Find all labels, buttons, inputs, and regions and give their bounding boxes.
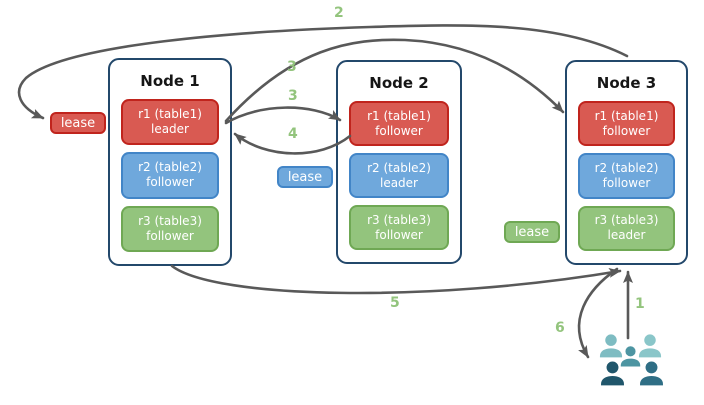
replica-role: follower	[375, 227, 423, 242]
node-2-replica-r1: r1 (table1) follower	[349, 101, 449, 146]
lease-badge-table1: lease	[50, 112, 106, 134]
person-glyph	[601, 361, 624, 386]
step-label-2: 2	[334, 5, 344, 21]
node-3-replica-r3: r3 (table3) leader	[578, 205, 675, 251]
replica-role: follower	[146, 175, 194, 190]
step-label-3-lower: 3	[288, 88, 298, 104]
step-label-5: 5	[390, 295, 400, 311]
node-1-replica-r2: r2 (table2) follower	[121, 152, 219, 199]
replica-name: r1 (table1)	[367, 108, 431, 123]
replica-role: leader	[379, 175, 418, 190]
replica-name: r2 (table2)	[138, 160, 202, 175]
replica-role: follower	[602, 123, 651, 138]
replica-role: leader	[607, 228, 646, 243]
step-label-1: 1	[635, 296, 645, 312]
node-3-title: Node 3	[596, 74, 657, 92]
node-1-replica-r3: r3 (table3) follower	[121, 205, 219, 252]
node-3-replica-r2: r2 (table2) follower	[578, 153, 675, 199]
node-1-title: Node 1	[140, 72, 200, 90]
replica-name: r1 (table1)	[138, 107, 202, 122]
node-3: Node 3 r1 (table1) follower r2 (table2) …	[565, 60, 688, 265]
replica-role: leader	[150, 122, 189, 137]
person-glyph	[599, 334, 623, 358]
replica-name: r2 (table2)	[594, 160, 659, 175]
node-1: Node 1 r1 (table1) leader r2 (table2) fo…	[108, 58, 232, 266]
replica-role: follower	[375, 123, 423, 138]
node-3-replica-r1: r1 (table1) follower	[578, 101, 675, 147]
replica-role: follower	[146, 228, 194, 243]
replica-name: r3 (table3)	[367, 212, 431, 227]
node-2: Node 2 r1 (table1) follower r2 (table2) …	[336, 60, 462, 264]
person-glyph	[638, 334, 662, 358]
replica-name: r3 (table3)	[594, 213, 659, 228]
lease-badge-table2: lease	[277, 166, 333, 188]
person-glyph	[620, 346, 641, 367]
users-icon	[599, 334, 663, 386]
replica-role: follower	[602, 175, 651, 190]
node-2-replica-r2: r2 (table2) leader	[349, 153, 449, 198]
lease-badge-table3: lease	[504, 221, 560, 243]
arrow-step-5-node1-to-node3	[170, 264, 622, 295]
arrow-step-3-node1-to-node2	[224, 106, 342, 125]
replica-name: r2 (table2)	[367, 160, 431, 175]
replica-name: r1 (table1)	[594, 108, 659, 123]
node-1-replica-r1: r1 (table1) leader	[121, 99, 219, 146]
node-2-title: Node 2	[369, 74, 429, 92]
step-label-6: 6	[555, 320, 565, 336]
replica-name: r3 (table3)	[138, 213, 202, 228]
person-glyph	[640, 361, 663, 386]
step-label-3-upper: 3	[287, 59, 297, 75]
node-2-replica-r3: r3 (table3) follower	[349, 205, 449, 250]
step-label-4: 4	[288, 126, 298, 142]
